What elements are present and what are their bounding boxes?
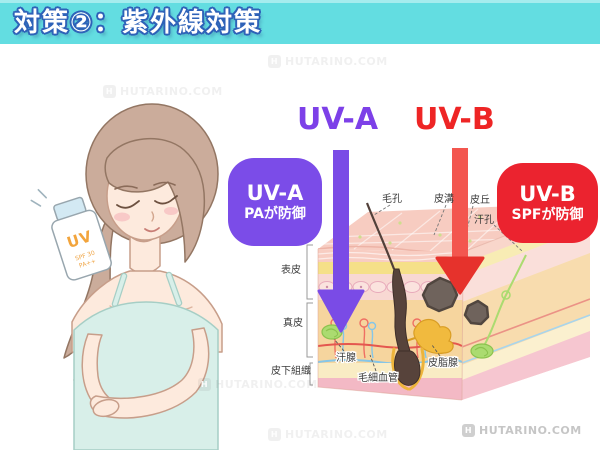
watermark-logo-icon: H: [462, 424, 475, 437]
label-sweat-pore: 汗孔: [474, 213, 494, 226]
watermark-text: HUTARINO.COM: [479, 424, 582, 437]
label-epidermis: 表皮: [281, 263, 301, 276]
watermark: H HUTARINO.COM: [198, 378, 318, 391]
label-skin-hill: 皮丘: [470, 193, 490, 206]
label-sebaceous-gland: 皮脂腺: [428, 356, 458, 369]
watermark: H HUTARINO.COM: [268, 428, 388, 441]
sebaceous-gland: [405, 318, 454, 354]
sweat-gland-right: [470, 254, 527, 359]
blush-right: [164, 207, 178, 215]
uv-a-callout-title: UV-A: [246, 181, 304, 205]
label-capillary: 毛細血管: [358, 371, 398, 384]
hand: [92, 398, 120, 418]
sunscreen-bottle: UV SPF 30 PA++: [30, 188, 112, 281]
skin-cross-section-diagram: 毛孔 皮溝 皮丘 汗孔 表皮 真皮 皮下組織 汗腺 毛細血管 皮脂腺: [271, 148, 591, 401]
hair-follicle: [365, 202, 425, 391]
uv-a-callout-desc: PAが防御: [244, 206, 306, 222]
uv-b-callout-title: UV-B: [519, 182, 576, 206]
blush-left: [114, 212, 130, 222]
layer-brackets: [306, 244, 313, 386]
straps: [113, 273, 181, 306]
bottle-body: [51, 209, 112, 281]
eyebrows: [114, 181, 176, 190]
uv-a-arrow: [317, 150, 365, 333]
watermark-text: HUTARINO.COM: [285, 428, 388, 441]
gland-pointer-lines: [333, 338, 441, 372]
uv-a-callout: UV-A PAが防御: [228, 158, 322, 246]
label-skin-groove: 皮溝: [434, 192, 454, 205]
site-watermark: H HUTARINO.COM: [462, 424, 582, 437]
header-banner: 対策②：紫外線対策: [0, 0, 600, 44]
watermark-logo-icon: H: [268, 428, 281, 441]
melanin-clusters: [421, 276, 490, 326]
watermark: H HUTARINO.COM: [103, 85, 223, 98]
uv-a-heading: UV-A: [297, 102, 379, 137]
watermark-logo-icon: H: [268, 55, 281, 68]
watermark-text: HUTARINO.COM: [120, 85, 223, 98]
arm-right-crossed: [89, 327, 210, 419]
label-dermis: 真皮: [283, 316, 303, 329]
label-sweat-gland: 汗腺: [336, 351, 356, 364]
uv-b-heading: UV-B: [414, 102, 495, 137]
label-hair-pore: 毛孔: [382, 193, 402, 205]
skin-side-face: [462, 203, 590, 400]
motion-lines: [30, 188, 47, 207]
watermark-logo-icon: H: [198, 378, 211, 391]
mouth: [144, 227, 160, 233]
watermark: H HUTARINO.COM: [268, 55, 388, 68]
page-title: 対策②：紫外線対策: [14, 8, 263, 38]
uv-b-callout: UV-B SPFが防御: [497, 163, 598, 243]
nose: [151, 211, 155, 222]
label-subcutaneous: 皮下組織: [271, 364, 311, 377]
woman-illustration: UV SPF 30 PA++: [30, 103, 223, 450]
watermark-logo-icon: H: [103, 85, 116, 98]
watermark-text: HUTARINO.COM: [285, 55, 388, 68]
hair-fringe: [104, 137, 206, 263]
uv-b-callout-desc: SPFが防御: [511, 207, 584, 223]
closed-eyes: [116, 195, 178, 209]
uv-b-arrow: [435, 148, 485, 295]
watermark-text: HUTARINO.COM: [215, 378, 318, 391]
